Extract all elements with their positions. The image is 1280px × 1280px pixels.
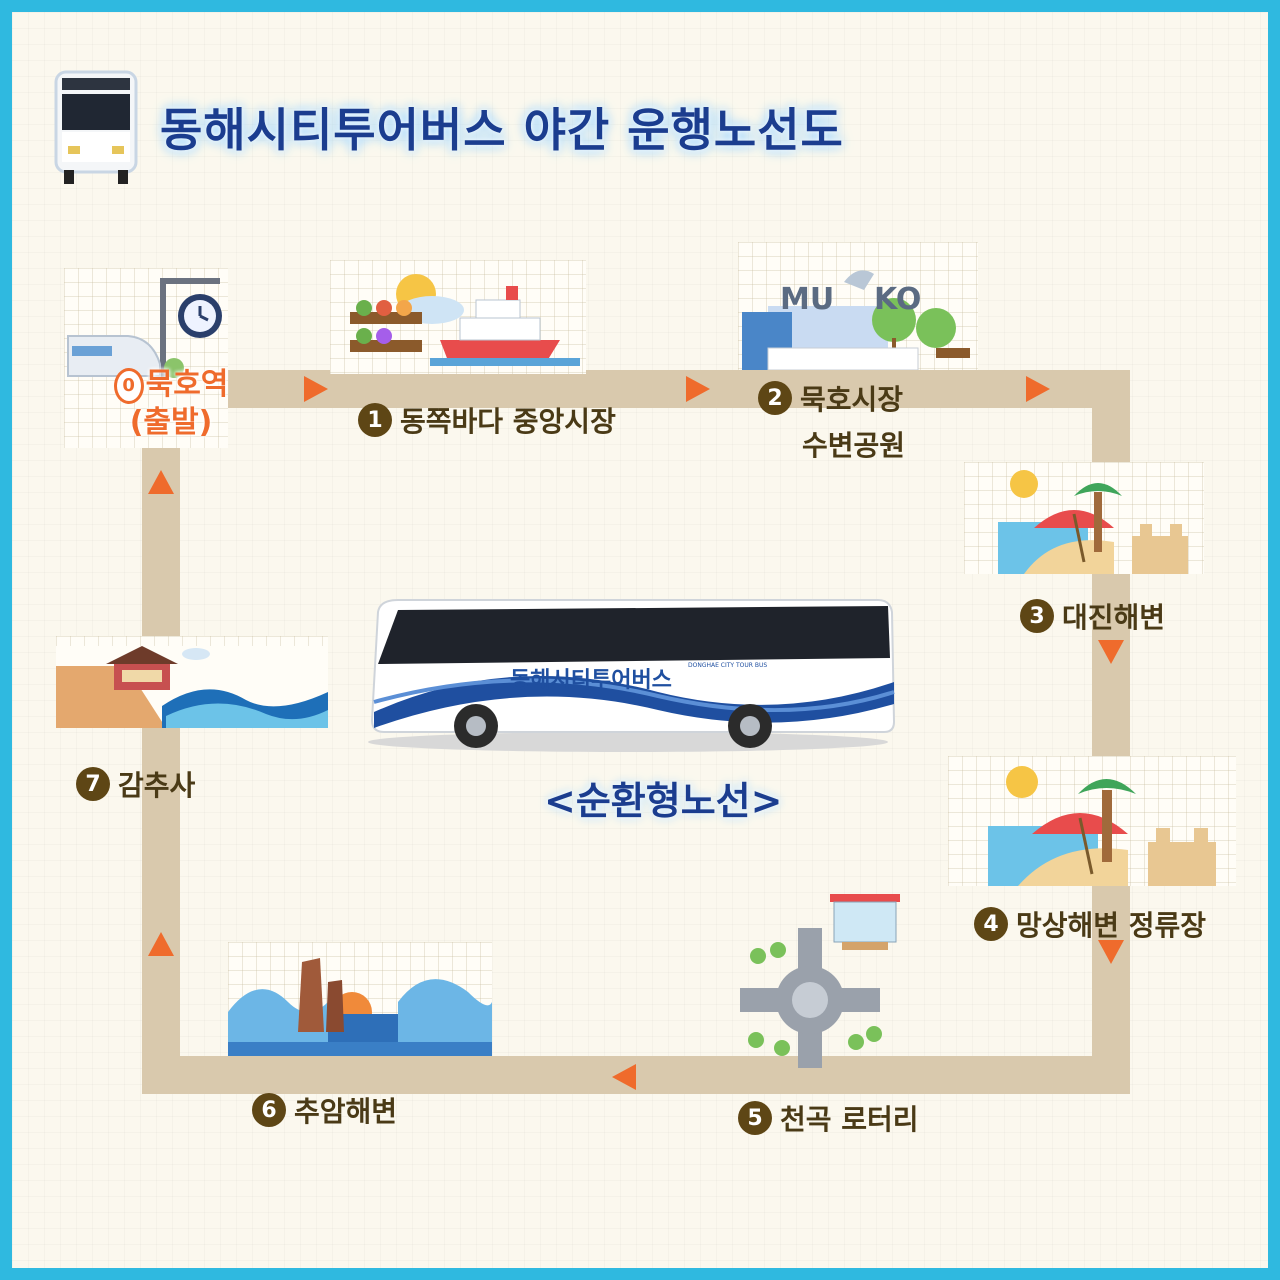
sea-rock-icon <box>228 958 492 1056</box>
train-station-icon <box>67 278 222 378</box>
arrow-up-icon <box>146 930 176 962</box>
stop-5-number: 5 <box>738 1101 772 1135</box>
stop-6-number: 6 <box>252 1093 286 1127</box>
page-title: 동해시티투어버스 야간 운행노선도 <box>160 103 844 157</box>
beach-3-illustration <box>964 462 1204 574</box>
beach-4-illustration <box>948 756 1236 886</box>
market-ship-icon <box>350 274 580 366</box>
stop-7-number: 7 <box>76 767 110 801</box>
arrow-down-icon <box>1096 938 1126 970</box>
stop-3-number: 3 <box>1020 599 1054 633</box>
park-sign-right: KO <box>874 282 922 317</box>
arrow-down-icon <box>1096 638 1126 670</box>
temple-illustration <box>56 636 328 728</box>
park-sign-icon <box>742 270 970 371</box>
stop-7-name: 감추사 <box>118 769 196 802</box>
park-sign-left: MU <box>780 282 835 317</box>
start-number-badge: 0 <box>113 367 144 404</box>
stop-1-name: 동쪽바다 중앙시장 <box>400 405 616 438</box>
start-stop-sub: (출발) <box>129 405 213 440</box>
chuam-illustration <box>228 942 492 1056</box>
temple-icon <box>56 646 328 728</box>
arrow-right-icon <box>1024 374 1052 408</box>
arrow-left-icon <box>610 1062 638 1096</box>
stop-2-name-line2: 수변공원 <box>802 429 906 462</box>
arrow-right-icon <box>302 374 330 408</box>
mini-bus-icon <box>52 68 140 190</box>
bus-side-text: 동해시티투어버스 <box>510 668 672 693</box>
stop-1-number: 1 <box>358 403 392 437</box>
arrow-right-icon <box>684 374 712 408</box>
stop-5-name: 천곡 로터리 <box>780 1103 919 1136</box>
park-illustration: MU KO <box>738 242 978 371</box>
stop-4-number: 4 <box>974 907 1008 941</box>
station-illustration <box>64 268 228 448</box>
stop-2-name: 묵호시장 <box>800 383 904 416</box>
road-top <box>142 370 1130 408</box>
roundabout-icon <box>740 894 900 1068</box>
market-illustration <box>330 260 586 374</box>
start-stop-name: 묵호역 <box>145 367 229 402</box>
stop-6-name: 추암해변 <box>294 1095 398 1128</box>
loop-route-caption: <순환형노선> <box>544 779 783 823</box>
bus-side-subtext: DONGHAE CITY TOUR BUS <box>688 662 768 669</box>
beach-umbrella-icon <box>998 470 1188 574</box>
stop-3-name: 대진해변 <box>1062 601 1166 634</box>
beach-umbrella-icon <box>988 766 1216 886</box>
stop-2-number: 2 <box>758 381 792 415</box>
stop-4-name: 망상해변 정류장 <box>1016 909 1207 942</box>
roundabout-illustration <box>738 892 908 1068</box>
tour-bus-illustration: 동해시티투어버스 DONGHAE CITY TOUR BUS <box>358 592 898 756</box>
arrow-up-icon <box>146 468 176 500</box>
